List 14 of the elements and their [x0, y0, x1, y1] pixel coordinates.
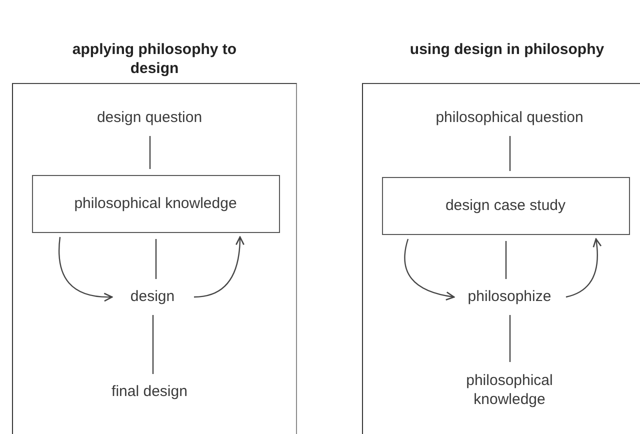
- connector-line: [152, 315, 154, 374]
- curved-arrow: [194, 236, 244, 298]
- panel-heading: applying philosophy to design: [71, 40, 238, 78]
- curved-arrow: [58, 236, 113, 302]
- connector-line: [149, 136, 151, 169]
- panel-heading: using design in philosophy: [408, 40, 606, 59]
- curved-arrow: [566, 238, 602, 298]
- connector-line: [509, 136, 511, 171]
- connector-line: [505, 241, 507, 279]
- process-box: design case study: [382, 176, 630, 234]
- connector-line: [509, 315, 511, 362]
- curved-arrow: [404, 238, 455, 300]
- process-box: philosophical knowledge: [32, 174, 280, 232]
- connector-line: [155, 239, 157, 279]
